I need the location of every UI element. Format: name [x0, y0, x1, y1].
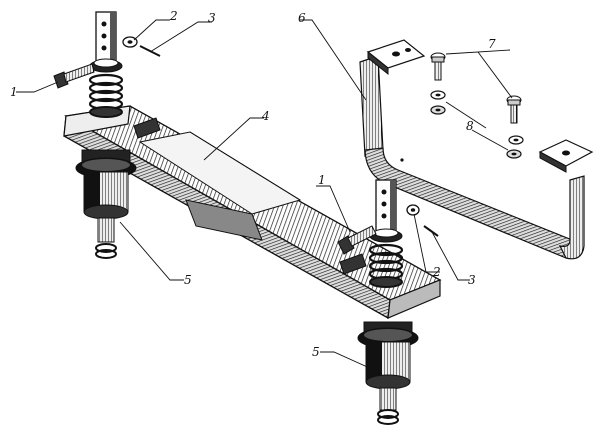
- left-spring: [88, 73, 124, 118]
- label-5-left: 5: [184, 273, 192, 287]
- leader-7-b: [477, 51, 513, 99]
- label-7: 7: [488, 37, 496, 51]
- leader-3-upper: [149, 21, 212, 53]
- label-1-left: 1: [10, 85, 18, 99]
- pin-part-3-lower: [423, 225, 439, 237]
- leader-5-right: [320, 351, 375, 371]
- label-3-upper: 3: [208, 11, 216, 25]
- washer-part-2-upper: [122, 36, 138, 48]
- label-2-upper: 2: [169, 9, 178, 23]
- leader-8-a: [445, 101, 487, 129]
- leader-6: [300, 19, 367, 101]
- leader-2-lower: [413, 213, 440, 273]
- nut-part-8-d: [506, 149, 522, 159]
- label-2-lower: 2: [432, 265, 441, 279]
- washer-part-2-lower: [406, 204, 420, 216]
- right-insulator-part-5: [357, 321, 419, 425]
- leader-lines: [16, 19, 513, 371]
- leader-3-lower: [431, 231, 470, 281]
- right-spring: [368, 243, 404, 288]
- left-insulator-part-5: [75, 149, 137, 259]
- right-terminal-post: [369, 179, 403, 243]
- leader-1-left: [16, 81, 59, 93]
- bolt-part-7-upper: [430, 52, 446, 81]
- leader-1-right: [316, 185, 351, 233]
- label-1-right: 1: [318, 173, 326, 187]
- nut-part-8-c: [508, 135, 524, 145]
- leader-2-upper: [133, 19, 170, 41]
- left-terminal-post: [89, 11, 123, 73]
- u-bracket-part-6: [359, 39, 594, 260]
- leader-8-b: [471, 129, 509, 151]
- bolt-part-7-lower: [506, 95, 522, 124]
- label-3-lower: 3: [468, 273, 476, 287]
- label-8: 8: [466, 119, 474, 133]
- label-6: 6: [298, 11, 306, 25]
- label-5-right: 5: [312, 345, 320, 359]
- nut-part-8-a: [430, 90, 446, 100]
- leader-5-left: [119, 221, 184, 281]
- pin-part-3-upper: [139, 45, 161, 57]
- leader-4: [203, 117, 264, 161]
- bolt-part-1-right: [337, 225, 377, 255]
- nut-part-8-b: [430, 105, 446, 115]
- label-4: 4: [261, 109, 270, 123]
- bolt-part-1-left: [53, 63, 95, 89]
